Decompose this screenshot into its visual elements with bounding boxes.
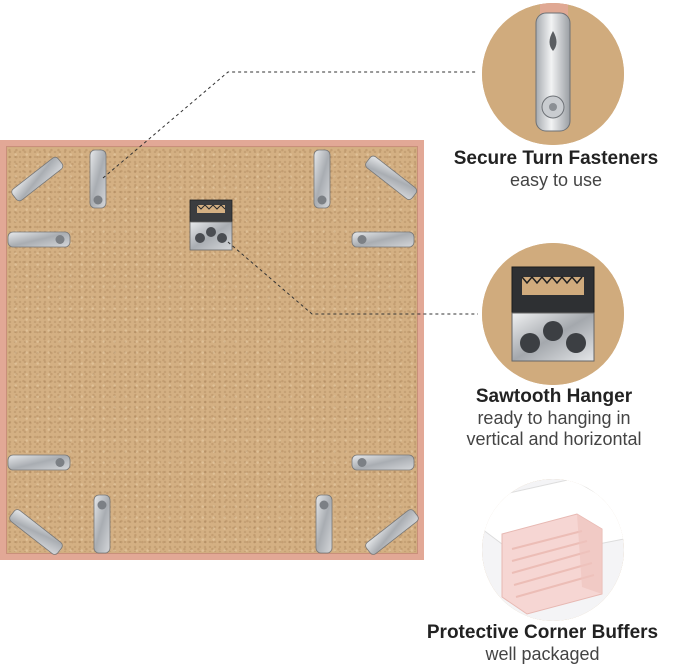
turn-fastener-right-upper (351, 231, 415, 248)
buffers-subtitle: well packaged (485, 643, 600, 664)
hanger-subtitle-line-1: ready to hanging in (477, 407, 631, 428)
zoom-hanger (482, 243, 624, 385)
turn-fastener-bottom-right (315, 494, 333, 554)
fasteners-subtitle: easy to use (509, 169, 603, 190)
leader-line-fasteners (102, 71, 478, 179)
corner-clip-top-right (365, 155, 418, 200)
fastener-detail-icon (482, 3, 624, 145)
turn-fastener-left-lower (7, 454, 71, 471)
corner-clip-top-left (11, 156, 64, 202)
turn-fastener-left-upper (7, 231, 71, 248)
label-buffers: Protective Corner Buffers well packaged (406, 622, 679, 665)
buffers-title: Protective Corner Buffers (426, 622, 659, 643)
corner-buffer-detail-icon (482, 479, 624, 621)
corner-clip-bottom-left (9, 509, 63, 555)
turn-fastener-right-lower (351, 454, 415, 471)
zoom-fastener (482, 3, 624, 145)
label-hanger: Sawtooth Hanger ready to hanging in vert… (416, 386, 679, 449)
zoom-corner-buffer (482, 479, 624, 621)
hanger-title: Sawtooth Hanger (475, 386, 633, 407)
label-fasteners: Secure Turn Fasteners easy to use (420, 148, 679, 191)
sawtooth-hanger-small (189, 199, 233, 251)
hanger-subtitle-line-2: vertical and horizontal (466, 428, 642, 449)
turn-fastener-top-right (313, 149, 331, 209)
leader-line-hanger (227, 241, 478, 315)
fasteners-title: Secure Turn Fasteners (453, 148, 659, 169)
sawtooth-hanger-detail-icon (482, 243, 624, 385)
turn-fastener-top-left (89, 149, 107, 209)
corner-clip-bottom-right (365, 509, 419, 555)
turn-fastener-bottom-left (93, 494, 111, 554)
